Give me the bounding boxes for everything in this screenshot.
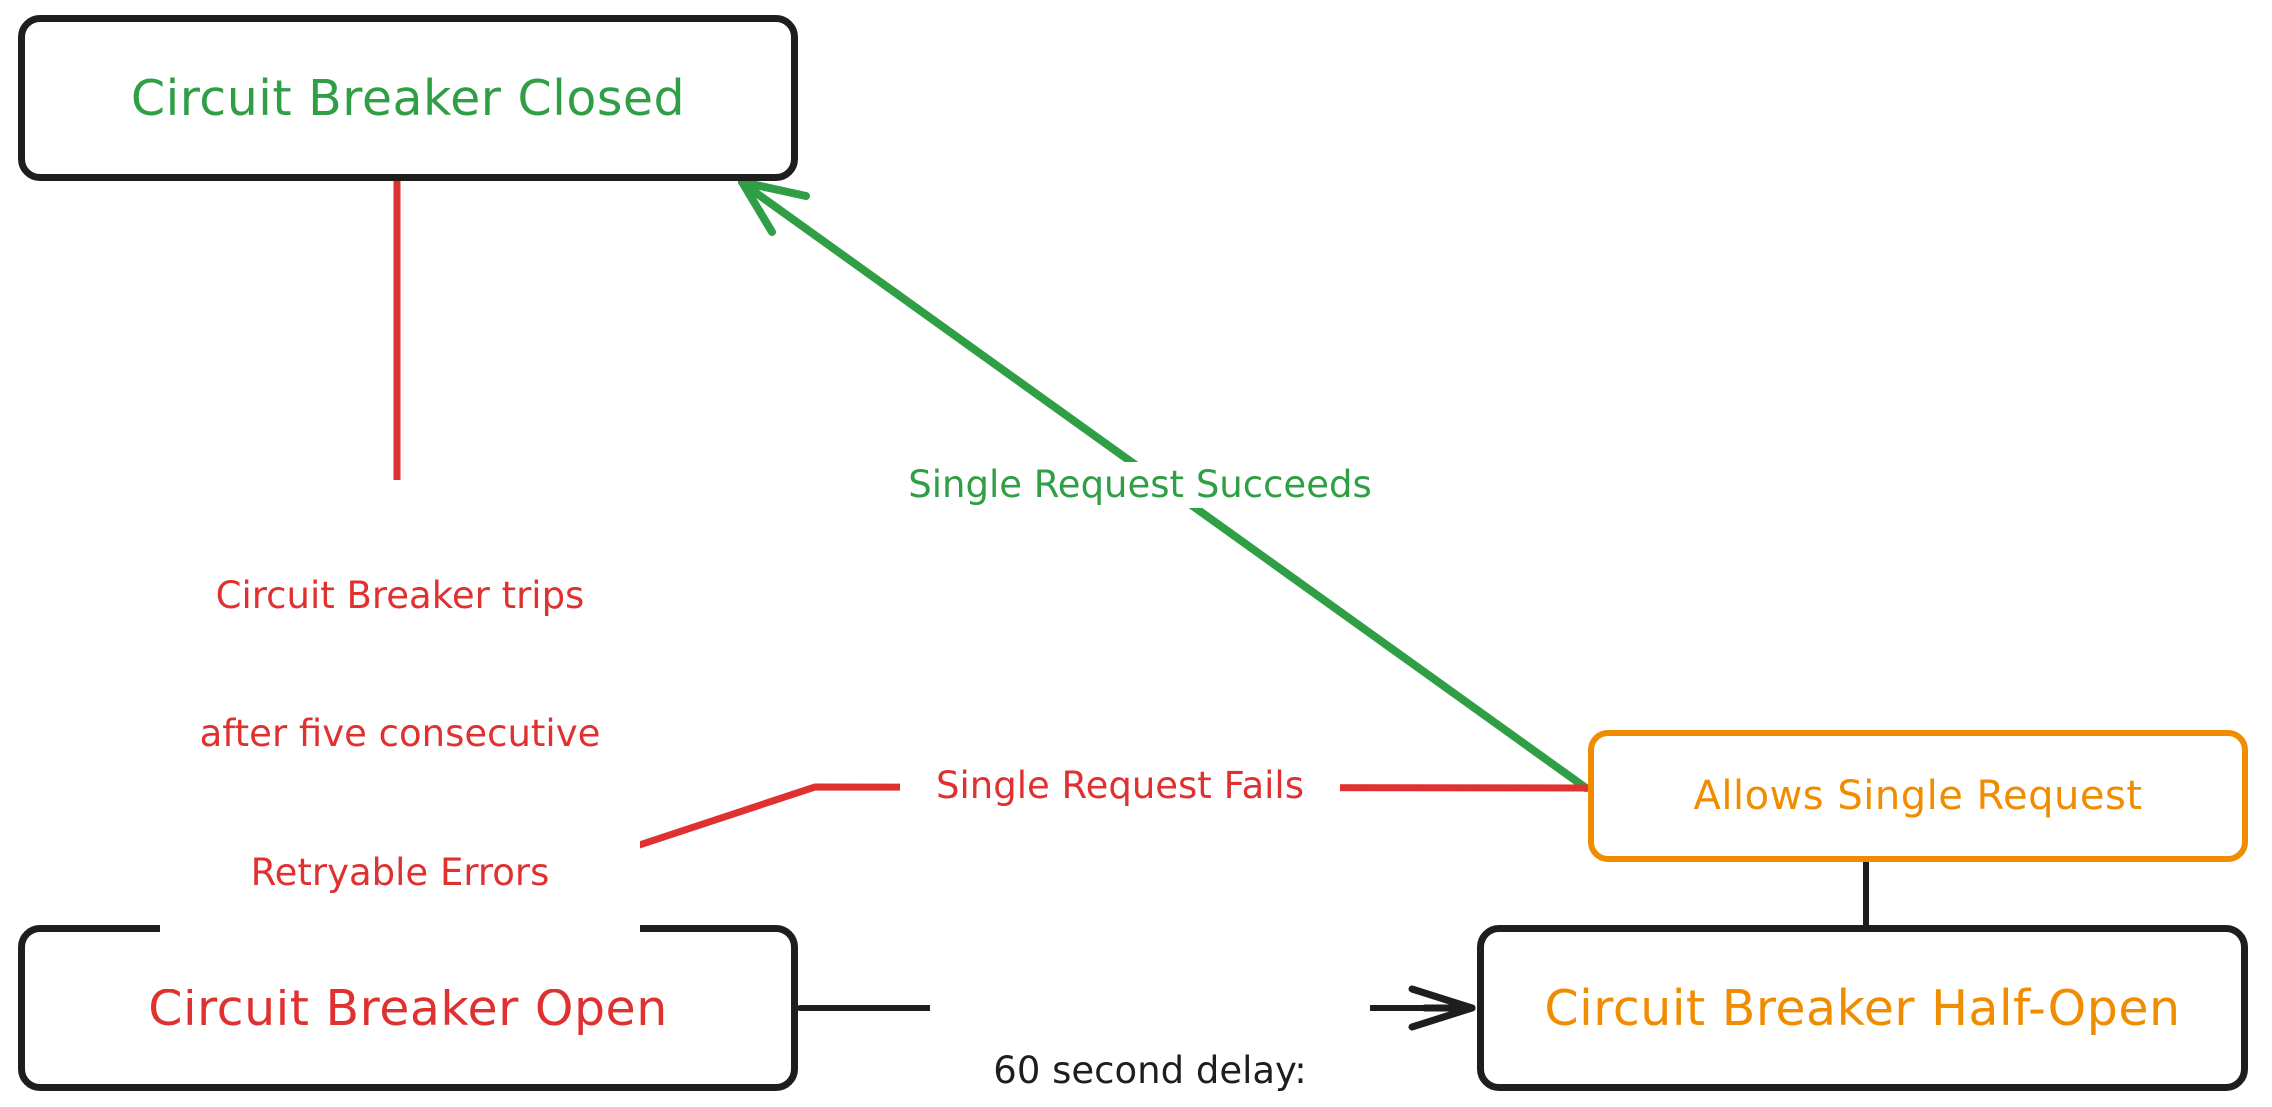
node-circuit-breaker-open-label: Circuit Breaker Open	[148, 979, 668, 1037]
edge-allows-to-closed	[738, 178, 1590, 792]
node-circuit-breaker-half-open[interactable]: Circuit Breaker Half-Open	[1477, 925, 2248, 1091]
edge-open-to-halfopen	[797, 985, 1476, 1031]
node-circuit-breaker-closed[interactable]: Circuit Breaker Closed	[18, 15, 798, 181]
edge-closed-to-open	[355, 177, 443, 925]
node-circuit-breaker-closed-label: Circuit Breaker Closed	[130, 69, 686, 127]
node-circuit-breaker-half-open-label: Circuit Breaker Half-Open	[1544, 979, 2181, 1037]
node-allows-single-request[interactable]: Allows Single Request	[1588, 730, 2248, 862]
edge-allows-to-open	[393, 783, 1590, 936]
node-circuit-breaker-open[interactable]: Circuit Breaker Open	[18, 925, 798, 1091]
node-allows-single-request-label: Allows Single Request	[1693, 773, 2143, 819]
